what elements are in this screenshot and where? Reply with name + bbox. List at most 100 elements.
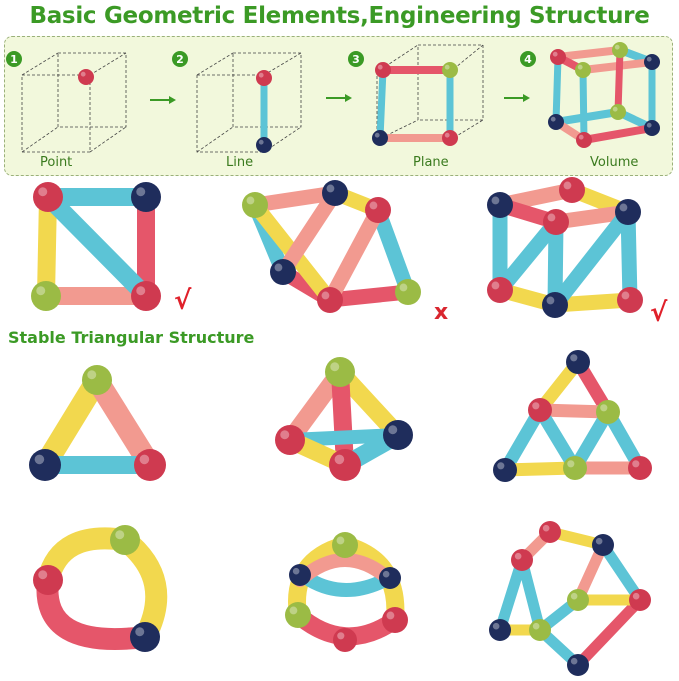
dashed-cube-edge [196, 52, 234, 76]
ball-highlight [382, 570, 390, 578]
ball-highlight [491, 196, 500, 205]
ball-highlight [330, 362, 340, 372]
ball-highlight [570, 354, 578, 362]
magnetic-stick [247, 185, 343, 213]
curved-stick [293, 553, 397, 587]
dashed-cube-edge [21, 74, 91, 153]
magnetic-ball [550, 49, 566, 65]
magnetic-ball [566, 350, 590, 374]
magnetic-stick [547, 214, 564, 313]
page-title: Basic Geometric Elements,Engineering Str… [29, 3, 650, 29]
magnetic-stick [620, 204, 638, 308]
magnetic-ball [563, 456, 587, 480]
ball-highlight [621, 291, 630, 300]
ball-highlight [399, 283, 408, 292]
cross-mark: x [434, 300, 449, 325]
magnetic-ball [275, 425, 305, 455]
magnetic-stick [275, 185, 343, 280]
step-label-plane: Plane [413, 155, 449, 170]
magnetic-ball [82, 365, 112, 395]
magnetic-stick [37, 188, 57, 305]
magnetic-stick [39, 188, 155, 305]
magnetic-ball [543, 209, 569, 235]
magnetic-stick [86, 369, 161, 476]
magnetic-ball [539, 521, 561, 543]
magnetic-ball [576, 132, 592, 148]
magnetic-ball [644, 120, 660, 136]
magnetic-ball [542, 292, 568, 318]
ball-highlight [567, 460, 575, 468]
dashed-cube-edge [89, 52, 127, 76]
ball-highlight [492, 622, 500, 630]
ball-highlight [595, 537, 603, 545]
magnetic-ball [372, 130, 388, 146]
magnetic-ball [256, 137, 272, 153]
dashed-cube-edge [196, 74, 265, 153]
curved-stick [114, 529, 168, 648]
step-number-badge [6, 51, 22, 67]
arrow-icon [523, 94, 530, 102]
stable-structure-caption: Stable Triangular Structure [8, 328, 255, 347]
ball-highlight [578, 134, 584, 140]
magnetic-stick [572, 594, 646, 671]
magnetic-stick [597, 539, 646, 606]
ball-highlight [646, 122, 652, 128]
magnetic-ball [33, 182, 63, 212]
magnetic-ball [567, 589, 589, 611]
ball-highlight [546, 296, 555, 305]
dashed-cube-edge [21, 52, 59, 76]
magnetic-stick [579, 66, 588, 144]
ball-highlight [289, 606, 298, 615]
magnetic-stick [580, 124, 656, 144]
ball-highlight [258, 72, 264, 78]
check-mark-1: √ [174, 286, 192, 316]
magnetic-ball [375, 62, 391, 78]
dashed-cube-edge [89, 126, 127, 153]
ball-highlight [34, 454, 45, 465]
magnetic-ball [325, 357, 355, 387]
step-label-point: Point [40, 155, 73, 170]
magnetic-ball [333, 628, 357, 652]
step-label-volume: Volume [590, 155, 639, 170]
magnetic-ball [131, 281, 161, 311]
ball-highlight [619, 203, 628, 212]
ball-highlight [377, 64, 383, 70]
ball-highlight [334, 454, 345, 465]
ball-highlight [36, 286, 46, 296]
ball-highlight [374, 132, 380, 138]
ball-highlight [632, 592, 640, 600]
magnetic-ball [130, 622, 160, 652]
ball-highlight [514, 552, 522, 560]
magnetic-ball [629, 589, 651, 611]
magnetic-ball [487, 277, 513, 303]
ball-highlight [547, 213, 556, 222]
dashed-cube-edge [232, 52, 302, 128]
step-number: 3 [352, 53, 360, 66]
step-number-badge [172, 51, 188, 67]
magnetic-ball [548, 114, 564, 130]
ball-highlight [292, 567, 300, 575]
ball-highlight [612, 106, 618, 112]
ball-highlight [444, 132, 450, 138]
magnetic-ball [134, 449, 166, 481]
ball-highlight [386, 611, 395, 620]
ball-highlight [321, 291, 330, 300]
magnetic-ball [33, 565, 63, 595]
magnetic-stick [34, 369, 108, 476]
ball-highlight [532, 622, 540, 630]
ball-highlight [614, 44, 620, 50]
dashed-cube-edge [376, 44, 419, 73]
magnetic-stick [516, 554, 546, 636]
step-label-line: Line [226, 155, 254, 170]
ball-highlight [532, 402, 540, 410]
magnetic-stick [547, 204, 636, 313]
ball-highlight [552, 51, 558, 57]
ball-highlight [87, 370, 97, 380]
arrow-icon [169, 96, 176, 104]
dashed-cube-edge [21, 126, 59, 153]
ball-highlight [258, 139, 264, 145]
magnetic-stick [376, 66, 387, 142]
ball-highlight [444, 64, 450, 70]
ball-highlight [336, 536, 345, 545]
step-number-badge [348, 51, 364, 67]
